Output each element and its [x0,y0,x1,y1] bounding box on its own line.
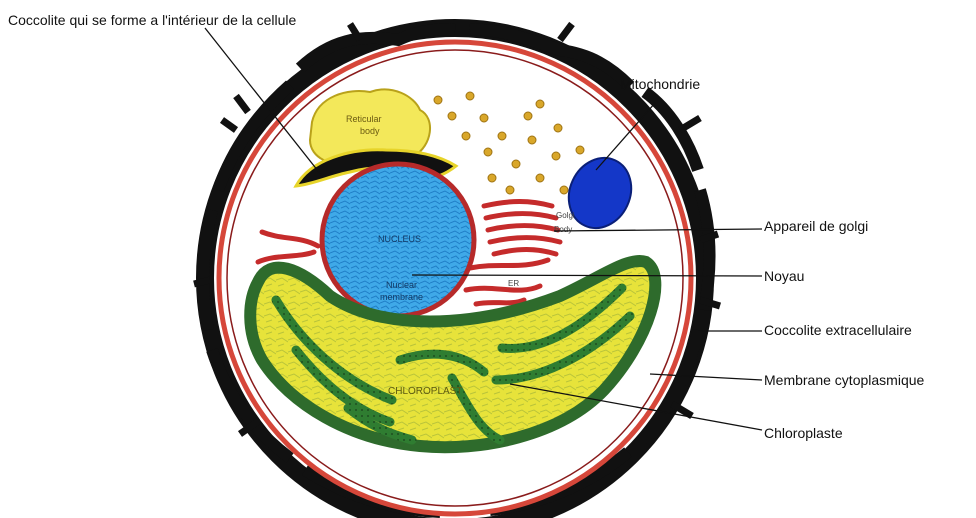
reticular-label-2: body [360,126,380,136]
label-mitochondria: Mitochondrie [620,76,700,92]
nuclear-membrane-label-2: membrane [380,292,423,302]
label-golgi: Appareil de golgi [764,218,868,234]
golgi-inner-label-2: Body [554,225,572,234]
label-internal-coccolith: Coccolite qui se forme a l'intérieur de … [8,12,296,28]
nucleus-inner-label: NUCLEUS [378,234,421,244]
label-nucleus: Noyau [764,268,804,284]
label-external-coccolith: Coccolite extracellulaire [764,322,912,338]
label-chloroplast: Chloroplaste [764,425,843,441]
golgi-inner-label-1: Golgi [556,211,575,220]
er-inner-label: ER [508,279,519,288]
chloroplast-inner-label: CHLOROPLAST [388,386,462,397]
nuclear-membrane-label-1: Nuclear [386,280,417,290]
label-membrane: Membrane cytoplasmique [764,372,924,388]
reticular-label-1: Reticular [346,114,382,124]
